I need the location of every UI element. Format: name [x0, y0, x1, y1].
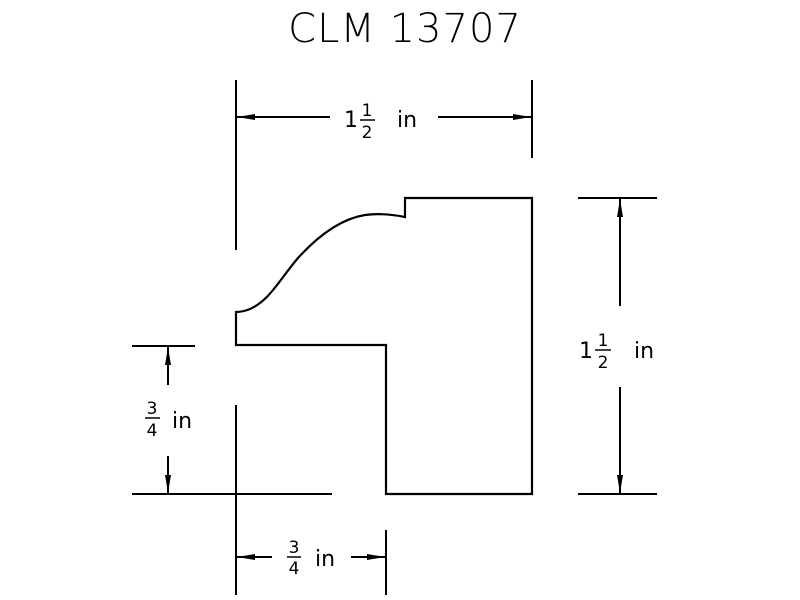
- dim-denominator: 2: [598, 353, 609, 373]
- moulding-profile-outline: [234, 196, 534, 496]
- bottom-width-dimension: 3 4 in: [236, 530, 387, 595]
- dim-unit: in: [397, 108, 417, 133]
- dim-unit: in: [172, 409, 192, 434]
- dim-whole: 1: [579, 339, 593, 364]
- drawing-title: CLM 13707: [288, 6, 522, 52]
- dim-whole: 1: [344, 108, 358, 133]
- dim-numerator: 3: [289, 538, 300, 558]
- arrow-left-icon: [237, 554, 255, 560]
- arrow-right-icon: [513, 114, 531, 120]
- arrow-down-icon: [617, 475, 623, 493]
- dim-numerator: 1: [598, 331, 609, 351]
- dim-numerator: 3: [147, 399, 158, 419]
- dim-unit: in: [634, 339, 654, 364]
- dim-unit: in: [315, 547, 335, 572]
- arrow-up-icon: [617, 199, 623, 217]
- dim-numerator: 1: [362, 101, 373, 121]
- arrow-up-icon: [165, 347, 171, 365]
- dim-denominator: 4: [289, 559, 300, 579]
- arrow-left-icon: [237, 114, 255, 120]
- arrow-down-icon: [165, 475, 171, 493]
- dim-denominator: 2: [362, 123, 373, 143]
- right-height-dimension: 1 1 2 in: [578, 197, 657, 495]
- top-width-dimension: 1 1 2 in: [235, 80, 533, 250]
- left-height-dimension: 3 4 in: [132, 345, 332, 595]
- dim-denominator: 4: [147, 421, 158, 441]
- arrow-right-icon: [367, 554, 385, 560]
